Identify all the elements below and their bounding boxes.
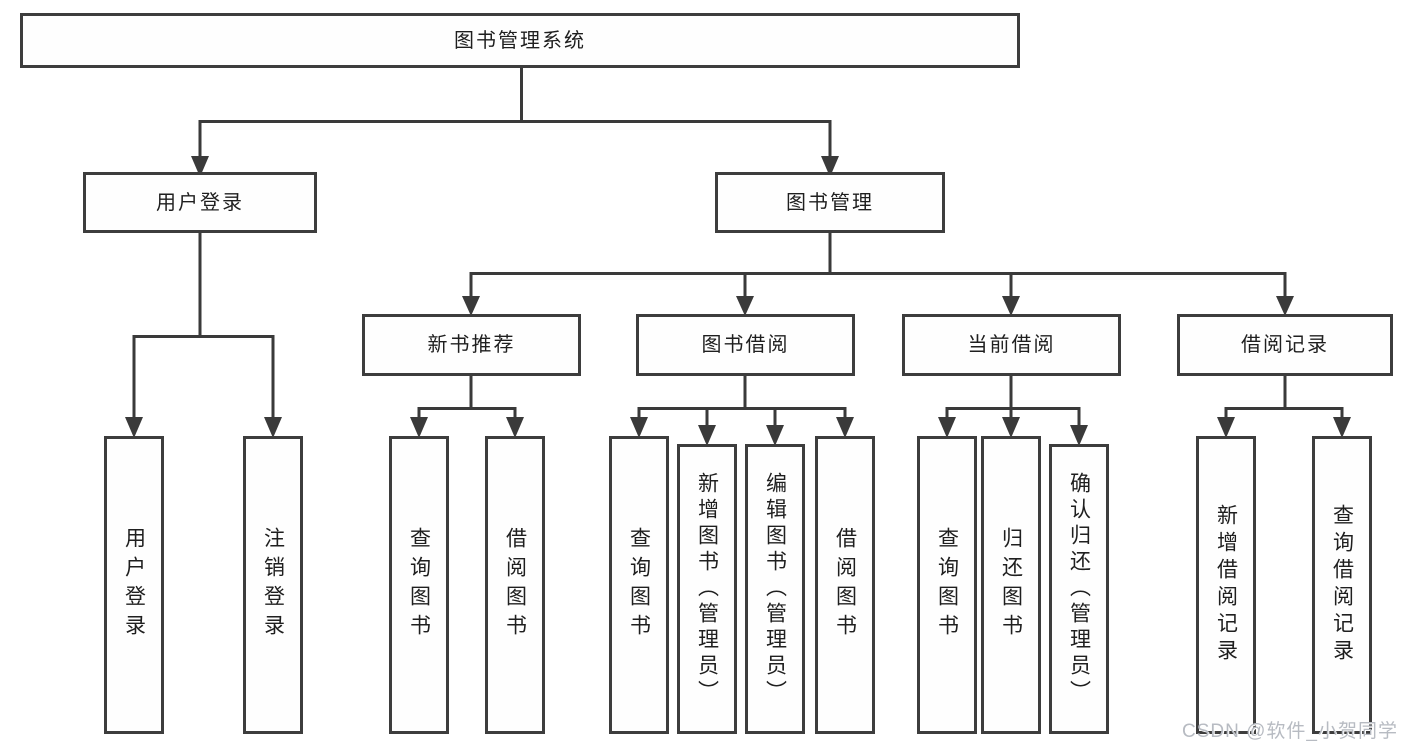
csdn-watermark: CSDN @软件_小贺同学 [1182, 721, 1398, 742]
node-leaf-query-borrow-record-label: 查询借阅记录 [1330, 504, 1354, 666]
node-leaf-borrow-books-borrow-label: 借阅图书 [833, 527, 857, 643]
node-leaf-query-books-current-label: 查询图书 [935, 527, 959, 643]
node-root-label: 图书管理系统 [454, 29, 586, 52]
node-book-borrow-label: 图书借阅 [701, 334, 790, 356]
node-borrow-records: 借阅记录 [1177, 314, 1393, 376]
node-leaf-query-books-current: 查询图书 [917, 436, 977, 734]
node-leaf-add-book-admin-label: 新增图书（管理员） [695, 472, 719, 706]
node-leaf-query-books-recommend-label: 查询图书 [407, 527, 431, 643]
node-leaf-user-login-label: 用户登录 [122, 527, 146, 643]
node-leaf-query-books-borrow: 查询图书 [609, 436, 669, 734]
node-new-book-recommend-label: 新书推荐 [427, 334, 516, 356]
node-current-borrow-label: 当前借阅 [967, 334, 1056, 356]
node-leaf-logout-label: 注销登录 [261, 527, 285, 643]
node-root: 图书管理系统 [20, 13, 1020, 68]
node-leaf-user-login: 用户登录 [104, 436, 164, 734]
node-book-borrow: 图书借阅 [636, 314, 855, 376]
node-leaf-return-books: 归还图书 [981, 436, 1041, 734]
node-leaf-borrow-books-recommend: 借阅图书 [485, 436, 545, 734]
node-leaf-query-borrow-record: 查询借阅记录 [1312, 436, 1372, 734]
node-leaf-add-borrow-record-label: 新增借阅记录 [1214, 504, 1238, 666]
node-leaf-query-books-recommend: 查询图书 [389, 436, 449, 734]
node-leaf-return-books-label: 归还图书 [999, 527, 1023, 643]
node-leaf-confirm-return-admin: 确认归还（管理员） [1049, 444, 1109, 734]
node-new-book-recommend: 新书推荐 [362, 314, 581, 376]
node-leaf-borrow-books-recommend-label: 借阅图书 [503, 527, 527, 643]
node-book-management-label: 图书管理 [786, 191, 874, 214]
node-user-login-branch-label: 用户登录 [156, 191, 244, 214]
node-leaf-borrow-books-borrow: 借阅图书 [815, 436, 875, 734]
node-user-login-branch: 用户登录 [83, 172, 317, 233]
node-current-borrow: 当前借阅 [902, 314, 1121, 376]
node-borrow-records-label: 借阅记录 [1241, 334, 1329, 356]
node-leaf-edit-book-admin: 编辑图书（管理员） [745, 444, 805, 734]
arrowheads [125, 156, 1351, 446]
node-leaf-logout: 注销登录 [243, 436, 303, 734]
node-leaf-edit-book-admin-label: 编辑图书（管理员） [763, 472, 787, 706]
node-leaf-confirm-return-admin-label: 确认归还（管理员） [1067, 472, 1091, 706]
node-book-management: 图书管理 [715, 172, 945, 233]
node-leaf-add-borrow-record: 新增借阅记录 [1196, 436, 1256, 734]
node-leaf-add-book-admin: 新增图书（管理员） [677, 444, 737, 734]
node-leaf-query-books-borrow-label: 查询图书 [627, 527, 651, 643]
